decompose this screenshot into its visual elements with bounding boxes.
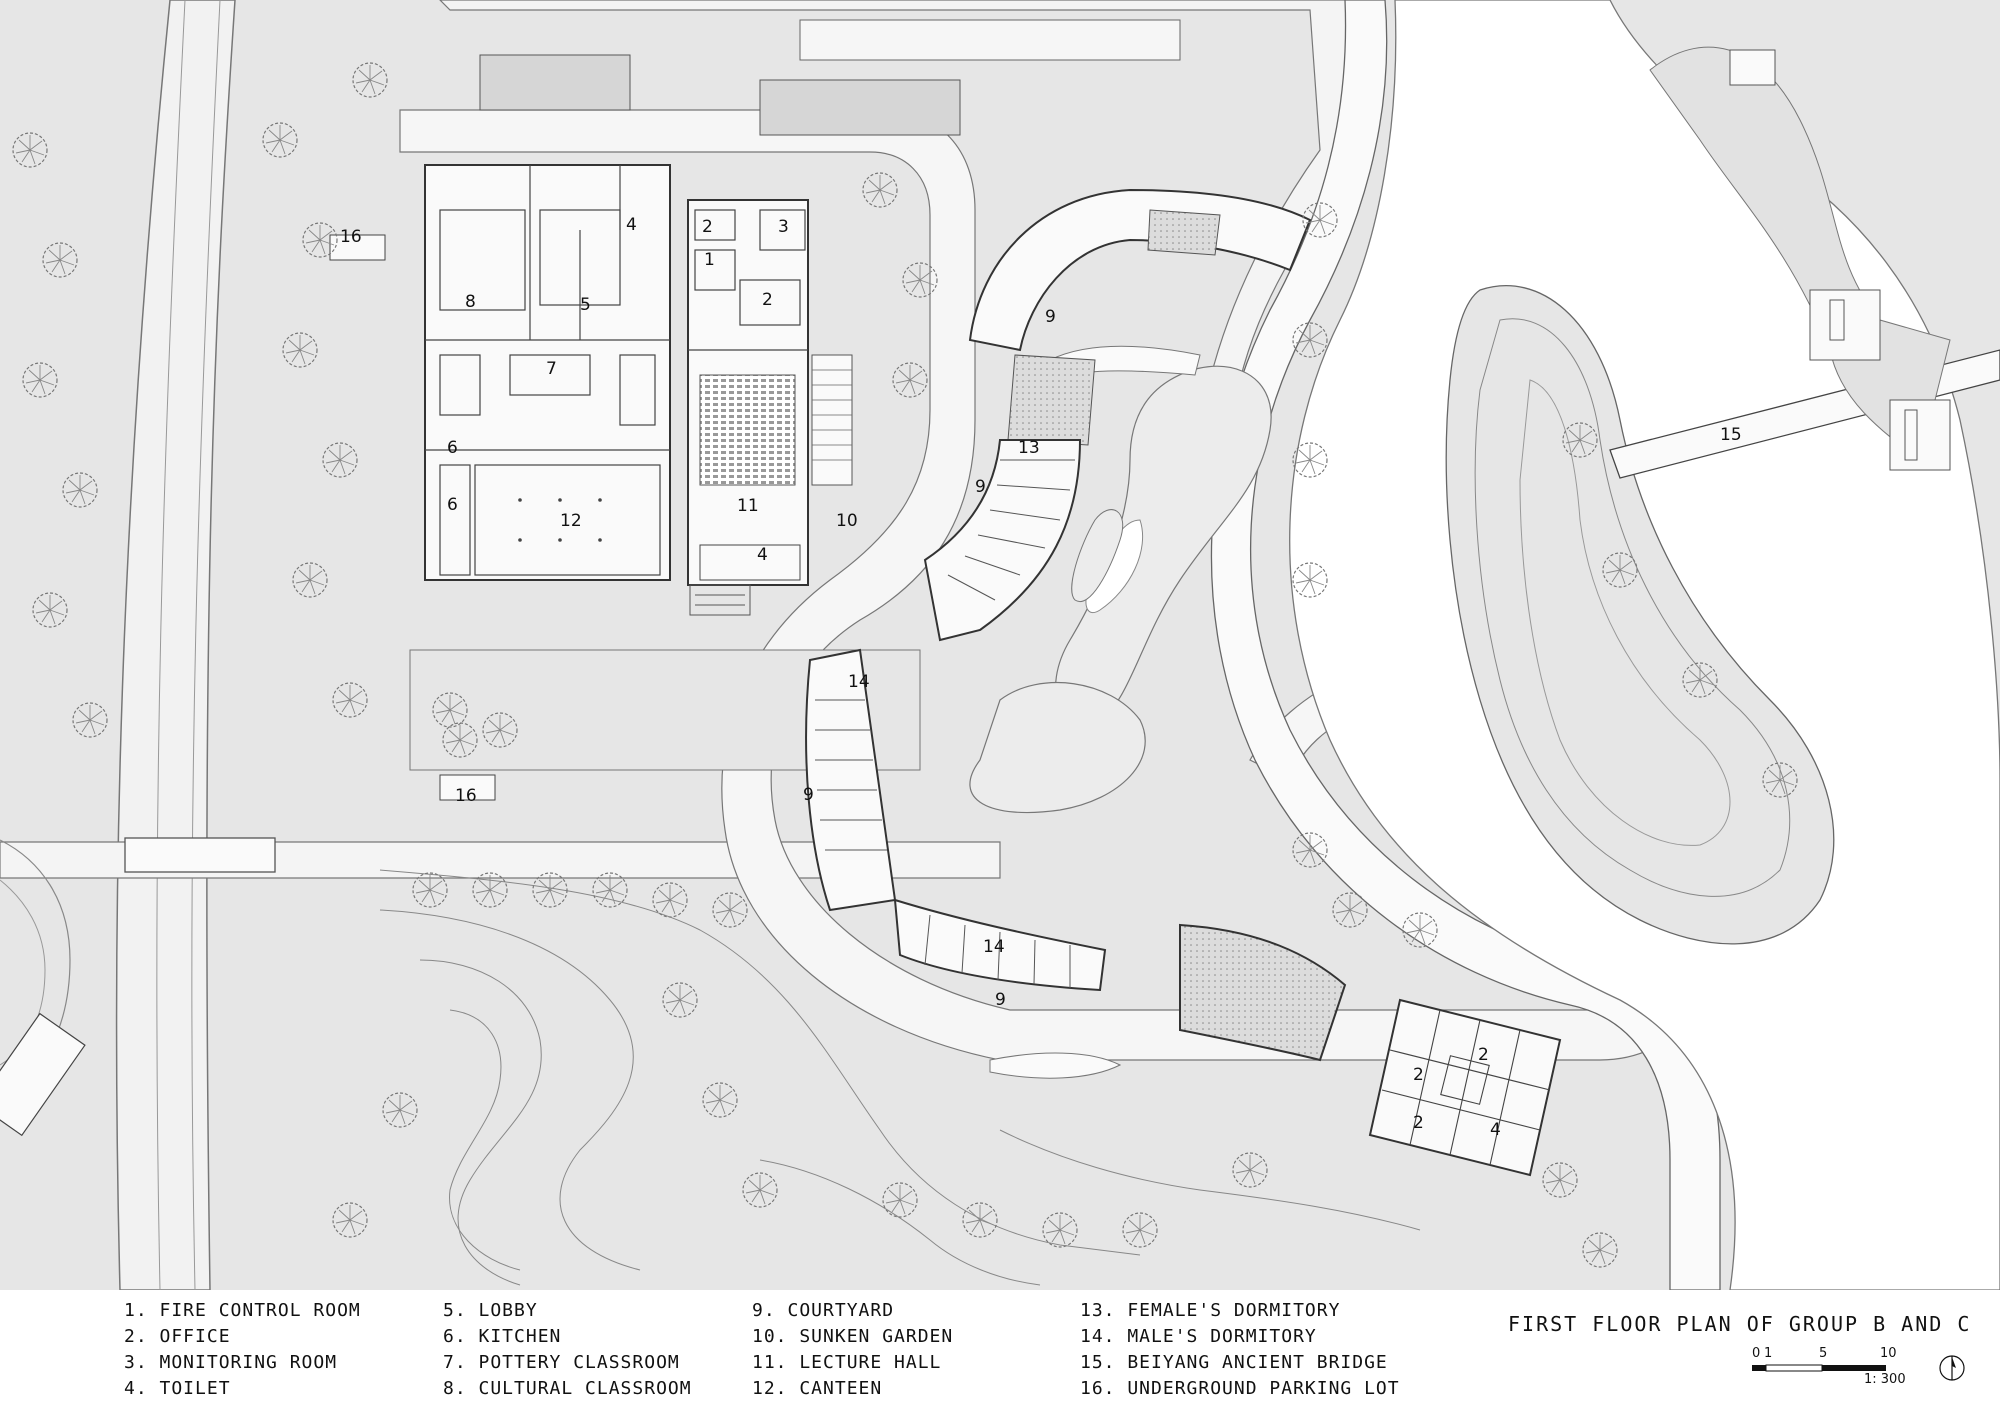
label-16-sw: 16 <box>455 786 477 806</box>
building-group-b-west <box>424 164 671 581</box>
label-4-a: 4 <box>626 215 637 235</box>
garden-island-south <box>969 682 1146 814</box>
legend-item: 4. TOILET <box>124 1378 231 1399</box>
pavilion <box>1179 923 1347 1062</box>
label-4-c: 4 <box>1490 1120 1501 1140</box>
site-plan: 16 16 4 8 5 7 6 6 12 2 3 1 2 11 4 10 9 1… <box>0 0 2000 1290</box>
legend-column-2: 5. LOBBY 6. KITCHEN 7. POTTERY CLASSROOM… <box>443 1298 692 1402</box>
label-10: 10 <box>836 511 858 531</box>
north-arrow-icon <box>1939 1355 1965 1381</box>
scale-tick-label: 0 <box>1752 1346 1761 1361</box>
room-labels: 16 16 4 8 5 7 6 6 12 2 3 1 2 11 4 10 9 1… <box>340 215 1742 1140</box>
label-2-e: 2 <box>1413 1113 1424 1133</box>
label-2-c: 2 <box>1478 1045 1489 1065</box>
legend-item: 13. FEMALE'S DORMITORY <box>1080 1300 1341 1321</box>
legend-item: 9. COURTYARD <box>752 1300 895 1321</box>
building-group-b-east <box>687 199 809 616</box>
label-9-b: 9 <box>975 477 986 497</box>
label-9-d: 9 <box>995 990 1006 1010</box>
label-7: 7 <box>546 359 557 379</box>
legend-item: 3. MONITORING ROOM <box>124 1352 338 1373</box>
legend-item: 6. KITCHEN <box>443 1326 562 1347</box>
label-2-d: 2 <box>1413 1065 1424 1085</box>
bridge-deck <box>124 837 276 873</box>
scale-tick-label: 5 <box>1819 1346 1828 1361</box>
legend-item: 10. SUNKEN GARDEN <box>752 1326 954 1347</box>
dormitory-14-west <box>805 648 897 912</box>
scale-ratio: 1: 300 <box>1864 1372 1906 1387</box>
label-8: 8 <box>465 292 476 312</box>
legend-item: 15. BEIYANG ANCIENT BRIDGE <box>1080 1352 1388 1373</box>
label-6-a: 6 <box>447 438 458 458</box>
label-5: 5 <box>580 295 591 315</box>
legend-item: 11. LECTURE HALL <box>752 1352 942 1373</box>
legend-item: 14. MALE'S DORMITORY <box>1080 1326 1317 1347</box>
label-6-b: 6 <box>447 495 458 515</box>
legend-item: 1. FIRE CONTROL ROOM <box>124 1300 361 1321</box>
label-14-a: 14 <box>848 672 870 692</box>
legend-column-1: 1. FIRE CONTROL ROOM 2. OFFICE 3. MONITO… <box>124 1298 361 1402</box>
scale-tick-label: 10 <box>1880 1346 1897 1361</box>
legend-column-3: 9. COURTYARD 10. SUNKEN GARDEN 11. LECTU… <box>752 1298 953 1402</box>
legend-item: 12. CANTEEN <box>752 1378 883 1399</box>
dormitory-wing-north <box>968 188 1312 352</box>
legend-item: 2. OFFICE <box>124 1326 231 1347</box>
west-building <box>0 1012 86 1137</box>
label-14-b: 14 <box>983 937 1005 957</box>
legend-item: 8. CULTURAL CLASSROOM <box>443 1378 692 1399</box>
label-12: 12 <box>560 511 582 531</box>
plan-title: FIRST FLOOR PLAN OF GROUP B AND C <box>1508 1312 1972 1336</box>
label-3: 3 <box>778 217 789 237</box>
label-9-c: 9 <box>803 785 814 805</box>
legend-column-4: 13. FEMALE'S DORMITORY 14. MALE'S DORMIT… <box>1080 1298 1400 1402</box>
legend-item: 5. LOBBY <box>443 1300 538 1321</box>
label-15: 15 <box>1720 425 1742 445</box>
scale-bar-graphic <box>1752 1364 1886 1372</box>
legend: 1. FIRE CONTROL ROOM 2. OFFICE 3. MONITO… <box>0 1298 2000 1423</box>
village-blocks <box>1729 49 1951 471</box>
label-2-b: 2 <box>762 290 773 310</box>
label-11: 11 <box>737 496 759 516</box>
label-1: 1 <box>704 250 715 270</box>
label-16-nw: 16 <box>340 227 362 247</box>
scale-tick-label: 1 <box>1764 1346 1773 1361</box>
dormitory-14-south <box>893 898 1107 992</box>
label-9-a: 9 <box>1045 307 1056 327</box>
label-13: 13 <box>1018 438 1040 458</box>
scale-bar: 0 1 5 10 1: 300 <box>1752 1346 1912 1406</box>
building-group-c-east <box>1368 998 1562 1177</box>
landscape-contours <box>379 869 1421 1286</box>
legend-item: 16. UNDERGROUND PARKING LOT <box>1080 1378 1400 1399</box>
label-4-b: 4 <box>757 545 768 565</box>
legend-item: 7. POTTERY CLASSROOM <box>443 1352 680 1373</box>
label-2-a: 2 <box>702 217 713 237</box>
lecture-hall-seating <box>699 374 796 486</box>
